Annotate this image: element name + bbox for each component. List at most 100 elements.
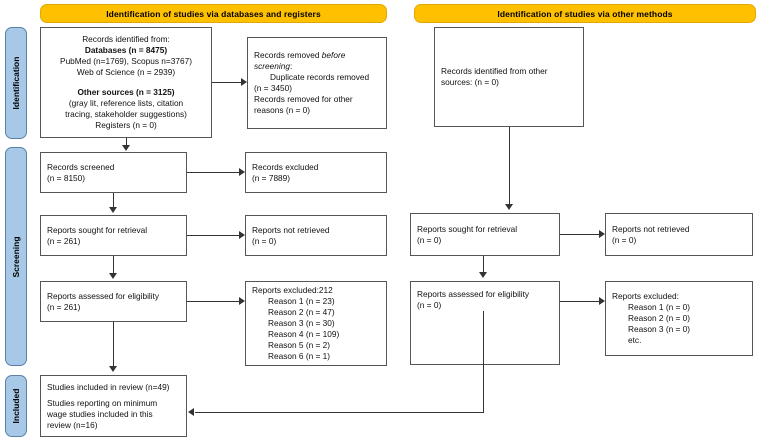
connector-assessed-to-excluded: [187, 301, 239, 302]
reports-not-retrieved-left-count: (n = 0): [252, 235, 277, 246]
reports-sought-right-count: (n = 0): [417, 234, 442, 245]
stage-tab-included: Included: [5, 375, 27, 437]
arrowhead-assessed-to-included: [109, 366, 117, 372]
reports-assessed-right-count: (n = 0): [417, 300, 442, 310]
records-excluded-label: Records excluded: [252, 161, 319, 172]
reports-excluded-left-reason-1: Reason 1 (n = 23): [268, 296, 335, 306]
studies-included-line1: Studies included in review (n=49): [47, 382, 170, 392]
reports-excluded-right-title: Reports excluded:: [612, 291, 679, 301]
arrowhead-identified-to-removed: [241, 78, 247, 86]
connector-sought-to-assessed: [113, 256, 114, 274]
reports-excluded-right-reason-1: Reason 1 (n = 0): [628, 302, 691, 312]
records-identified-tracing: tracing, stakeholder suggestions): [65, 109, 187, 119]
studies-included-line2: Studies reporting on minimum: [47, 398, 158, 408]
reports-sought-left-count: (n = 261): [47, 235, 81, 246]
stage-tab-identification-label: Identification: [11, 56, 21, 110]
stage-tab-screening: Screening: [5, 147, 27, 366]
records-identified-databases: Databases (n = 8475): [84, 45, 168, 55]
reports-excluded-right-etc: etc.: [628, 335, 642, 345]
arrowhead-right-to-included: [188, 408, 194, 416]
records-identified-other-line1: Records identified from other: [441, 66, 548, 76]
reports-excluded-left-reason-6: Reason 6 (n = 1): [268, 351, 331, 361]
arrowhead-identified-to-screened: [122, 145, 130, 151]
stage-tab-included-label: Included: [11, 388, 21, 424]
records-excluded-count: (n = 7889): [252, 172, 291, 183]
records-removed-other-n: reasons (n = 0): [254, 105, 311, 115]
box-reports-excluded-left: Reports excluded:212 Reason 1 (n = 23) R…: [245, 281, 387, 366]
reports-not-retrieved-right-label: Reports not retrieved: [612, 223, 690, 234]
records-removed-line2: screening:: [254, 61, 380, 72]
records-removed-colon: :: [289, 61, 293, 71]
records-identified-wos: Web of Science (n = 2939): [76, 67, 176, 77]
connector-screened-to-sought: [113, 193, 114, 208]
arrowhead-sought-to-assessed: [109, 273, 117, 279]
box-records-identified-other-sources: Records identified from other sources: (…: [434, 27, 584, 127]
records-removed-duplicates-n: (n = 3450): [254, 83, 293, 93]
arrowhead-assessed-to-excluded: [239, 297, 245, 305]
box-records-screened: Records screened (n = 8150): [40, 152, 187, 193]
reports-excluded-right-reason-3: Reason 3 (n = 0): [628, 324, 691, 334]
records-removed-line1-text: Records removed: [254, 50, 322, 60]
box-reports-not-retrieved-right: Reports not retrieved (n = 0): [605, 213, 753, 256]
records-screened-count: (n = 8150): [47, 172, 86, 183]
connector-assessed-to-included: [113, 322, 114, 367]
arrowhead-other-to-sought-right: [505, 204, 513, 210]
reports-assessed-right-label: Reports assessed for eligibility: [417, 289, 530, 299]
records-identified-registers: Registers (n = 0): [95, 120, 157, 130]
stage-tab-screening-label: Screening: [11, 235, 21, 278]
reports-excluded-left-title: Reports excluded:212: [252, 285, 333, 295]
records-removed-screening-word: screening: [254, 61, 290, 71]
connector-sought-to-not-retrieved-right: [560, 234, 599, 235]
connector-assessed-to-excluded-right: [560, 301, 599, 302]
reports-excluded-left-reason-5: Reason 5 (n = 2): [268, 340, 331, 350]
records-screened-label: Records screened: [47, 161, 115, 172]
stage-tab-identification: Identification: [5, 27, 27, 139]
studies-included-line3: wage studies included in this: [47, 409, 153, 419]
box-reports-sought-left: Reports sought for retrieval (n = 261): [40, 215, 187, 256]
records-removed-duplicates: Duplicate records removed: [270, 72, 370, 82]
arrowhead-screened-to-excluded: [239, 168, 245, 176]
connector-right-assessed-down: [483, 311, 484, 412]
records-identified-graylit: (gray lit, reference lists, citation: [68, 98, 184, 108]
records-removed-before-word: before: [321, 50, 346, 60]
box-reports-excluded-right: Reports excluded: Reason 1 (n = 0) Reaso…: [605, 281, 753, 356]
reports-not-retrieved-right-count: (n = 0): [612, 234, 637, 245]
records-identified-other-line2: sources: (n = 0): [441, 77, 499, 87]
arrowhead-sought-to-not-retrieved: [239, 231, 245, 239]
records-removed-line1: Records removed before: [254, 50, 380, 61]
connector-identified-to-screened: [126, 138, 127, 146]
box-reports-assessed-left: Reports assessed for eligibility (n = 26…: [40, 281, 187, 322]
reports-sought-right-label: Reports sought for retrieval: [417, 223, 518, 234]
records-identified-pubmed-scopus: PubMed (n=1769), Scopus n=3767): [60, 56, 192, 66]
reports-sought-left-label: Reports sought for retrieval: [47, 224, 148, 235]
reports-excluded-left-reason-4: Reason 4 (n = 109): [268, 329, 340, 339]
box-reports-not-retrieved-left: Reports not retrieved (n = 0): [245, 215, 387, 256]
records-identified-spacer: [47, 78, 205, 87]
box-records-excluded: Records excluded (n = 7889): [245, 152, 387, 193]
box-studies-included: Studies included in review (n=49) Studie…: [40, 375, 187, 437]
records-identified-line1: Records identified from:: [82, 34, 170, 44]
connector-sought-to-not-retrieved: [187, 235, 239, 236]
phase-header-databases: Identification of studies via databases …: [40, 4, 387, 23]
studies-included-line4: review (n=16): [47, 420, 98, 430]
reports-assessed-left-label: Reports assessed for eligibility: [47, 290, 160, 301]
reports-excluded-left-reason-2: Reason 2 (n = 47): [268, 307, 335, 317]
box-records-identified-from: Records identified from: Databases (n = …: [40, 27, 212, 138]
reports-excluded-right-reason-2: Reason 2 (n = 0): [628, 313, 691, 323]
arrowhead-sought-to-assessed-right: [479, 272, 487, 278]
reports-not-retrieved-left-label: Reports not retrieved: [252, 224, 330, 235]
connector-sought-to-assessed-right: [483, 256, 484, 273]
connector-screened-to-excluded: [187, 172, 239, 173]
box-records-removed-before-screening: Records removed before screening: Duplic…: [247, 37, 387, 129]
box-reports-assessed-right: Reports assessed for eligibility (n = 0): [410, 281, 560, 365]
arrowhead-screened-to-sought: [109, 207, 117, 213]
records-removed-other: Records removed for other: [254, 94, 353, 104]
phase-header-other-methods: Identification of studies via other meth…: [414, 4, 756, 23]
reports-assessed-left-count: (n = 261): [47, 301, 81, 312]
records-identified-other-sources: Other sources (n = 3125): [77, 87, 175, 97]
connector-identified-to-removed: [212, 82, 241, 83]
box-reports-sought-right: Reports sought for retrieval (n = 0): [410, 213, 560, 256]
connector-other-to-sought-right: [509, 127, 510, 205]
reports-excluded-left-reason-3: Reason 3 (n = 30): [268, 318, 335, 328]
